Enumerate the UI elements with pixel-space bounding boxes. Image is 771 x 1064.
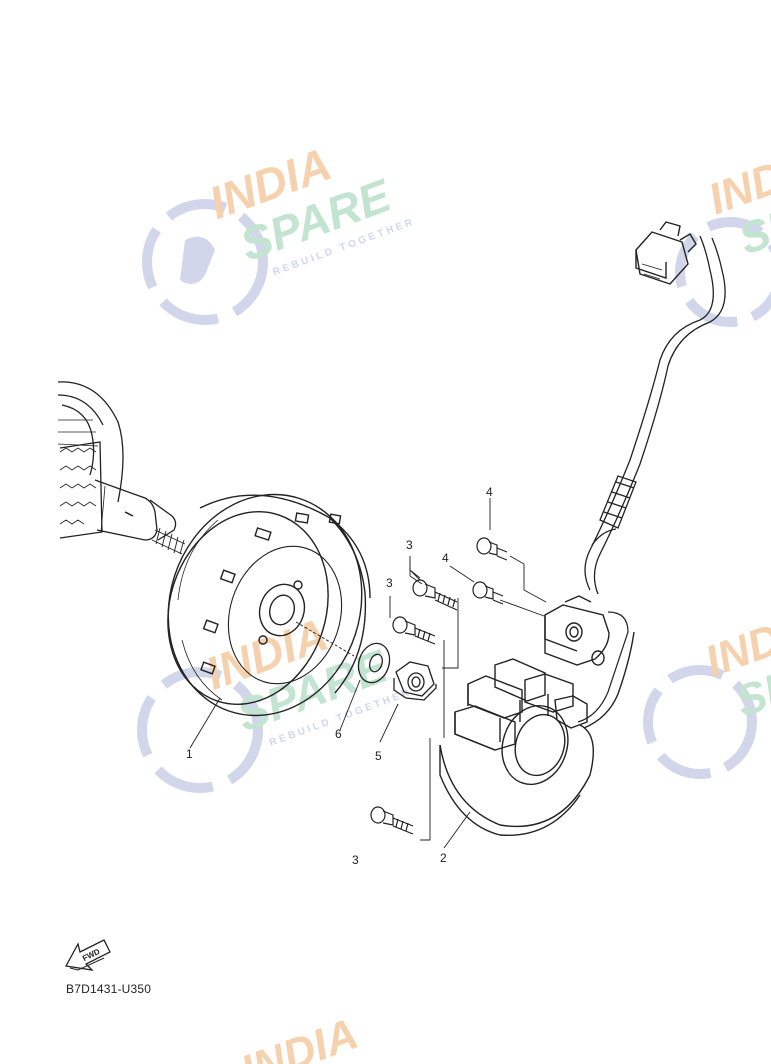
callout-4-lower: 4 xyxy=(442,551,449,565)
crankshaft xyxy=(57,381,186,555)
wire-harness xyxy=(584,235,726,595)
callout-3-upper-b: 3 xyxy=(386,576,393,590)
watermark-logo-top: INDIA SPARE REBUILD TOGETHER xyxy=(142,137,417,325)
callout-3-upper-a: 3 xyxy=(406,538,413,552)
callout-4-upper: 4 xyxy=(486,485,493,499)
watermark-india-text-5: INDIA xyxy=(235,1009,364,1064)
stator-bolt-upper-a xyxy=(412,579,458,611)
watermark-logo-bottom: INDIA xyxy=(235,1009,364,1064)
callout-2: 2 xyxy=(440,851,447,865)
callout-3-lower: 3 xyxy=(352,853,359,867)
fwd-arrow-icon: FWD xyxy=(64,939,111,971)
washer xyxy=(357,642,391,684)
callout-6: 6 xyxy=(335,727,342,741)
stator-bolt-lower xyxy=(370,806,414,835)
watermark-logo-right-mid: INDIA SPARE xyxy=(643,600,771,779)
leader-lines xyxy=(189,498,547,849)
watermark-logo-mid: INDIA SPARE REBUILD TOGETHER xyxy=(137,608,413,793)
callout-5: 5 xyxy=(375,749,382,763)
flywheel-nut xyxy=(393,661,437,701)
drawing-code: B7D1431-U350 xyxy=(66,982,152,996)
connector-plug xyxy=(635,221,697,285)
pickup-coil xyxy=(544,595,610,666)
stator-bolt-upper-b xyxy=(392,616,436,645)
pickup-screw-a xyxy=(476,537,508,561)
stator-assembly xyxy=(439,611,635,837)
pickup-screw-b xyxy=(472,581,504,605)
callout-1: 1 xyxy=(186,747,193,761)
